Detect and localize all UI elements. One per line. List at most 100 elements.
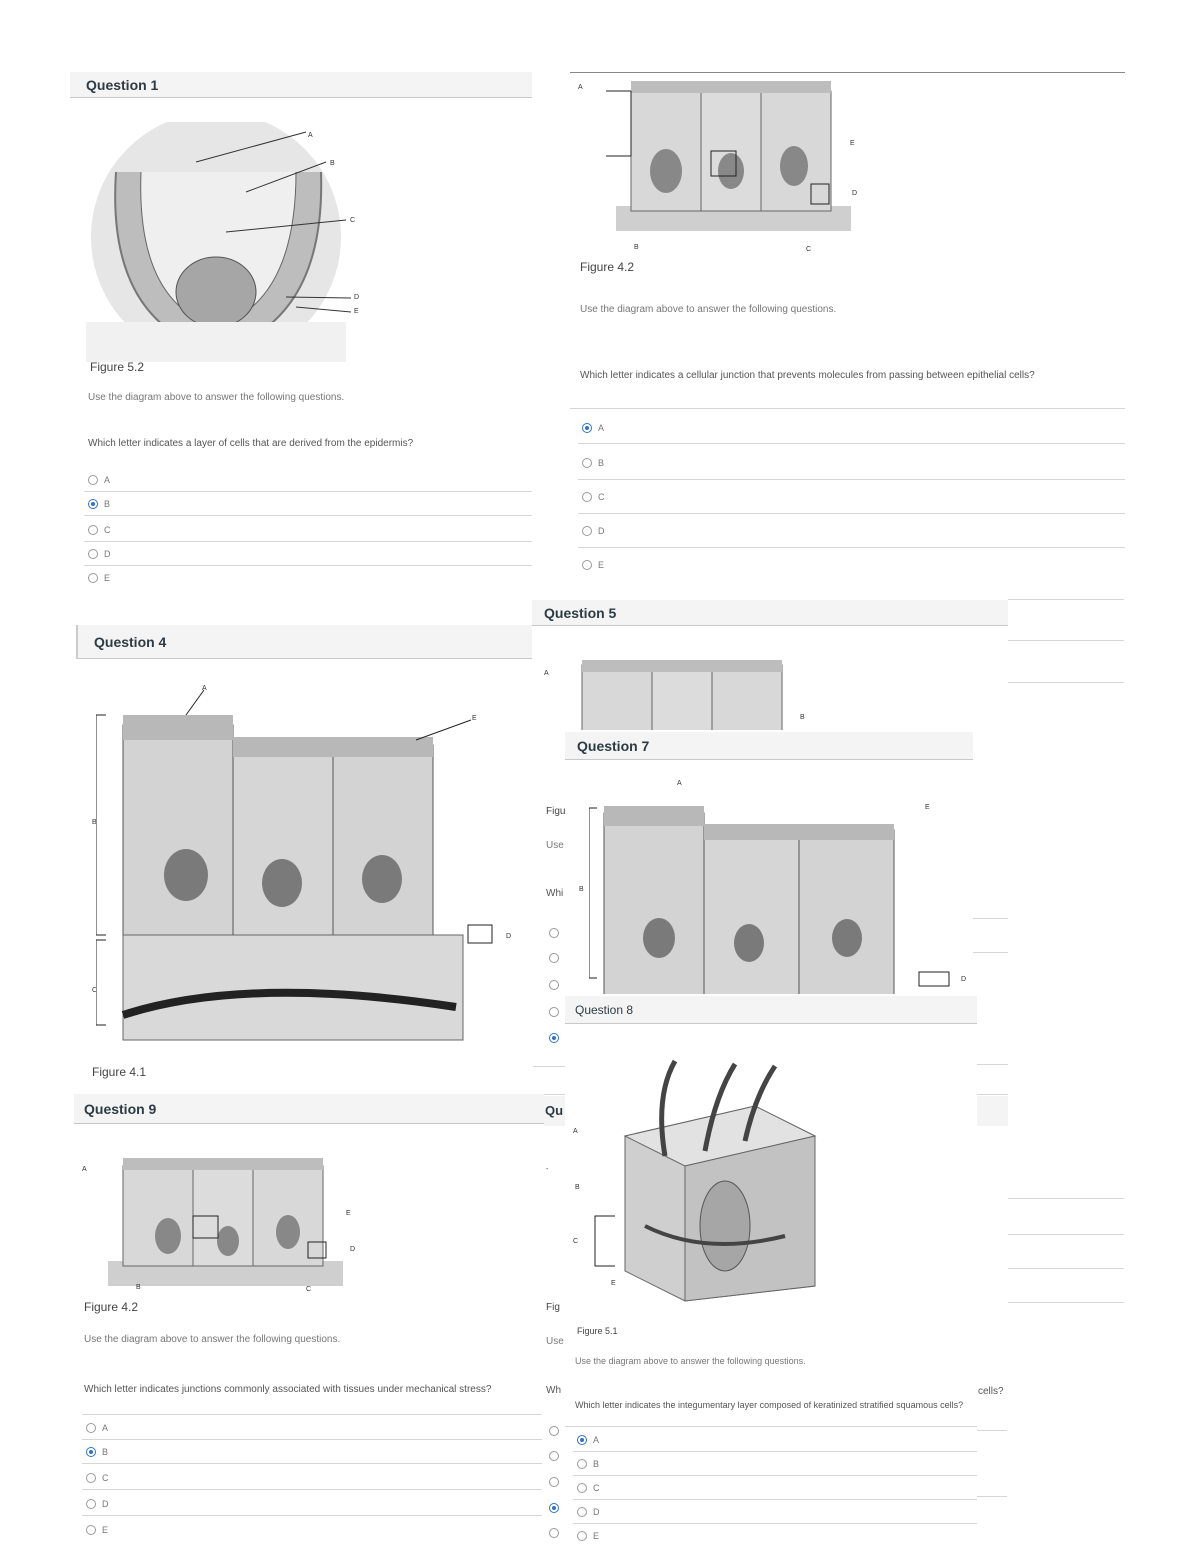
- q9-option-e[interactable]: E: [82, 1518, 542, 1542]
- q1-label-a: A: [308, 132, 313, 139]
- radio-selected-icon[interactable]: [549, 1503, 559, 1513]
- question-figure-4-2-panel: A B C D E Figure 4.2 Use the diagram abo…: [570, 70, 1125, 602]
- radio-icon: [86, 1498, 96, 1509]
- q9-label-e: E: [346, 1210, 351, 1217]
- figure-4-1-image: [96, 689, 493, 1041]
- right-divider: [973, 952, 1008, 953]
- q8-question-text: Which letter indicates the integumentary…: [575, 1400, 964, 1410]
- figure-4-2-fragment-image: [581, 660, 783, 730]
- q7-label-d: D: [961, 976, 967, 983]
- q8-option-e[interactable]: E: [573, 1524, 977, 1548]
- q8-option-d[interactable]: D: [573, 1500, 977, 1524]
- radio-icon: [577, 1482, 587, 1493]
- q8-option-a[interactable]: A: [573, 1428, 977, 1452]
- q4-label-b: B: [92, 819, 97, 826]
- radio-icon: [88, 572, 98, 583]
- radio-selected-icon: [88, 498, 98, 509]
- radio-icon: [582, 491, 592, 502]
- question-9-panel: Question 9 A B C D E Figure 4.2 Use the …: [74, 1094, 544, 1553]
- figure-4-1-fragment-image: [589, 806, 950, 994]
- q7-label-a: A: [677, 780, 682, 787]
- qtop-option-a[interactable]: A: [578, 412, 1125, 444]
- question-4-title: Question 4: [76, 625, 532, 659]
- question-4-panel: Question 4 A B C D E Figure 4.1: [76, 625, 532, 1095]
- top-divider: [570, 72, 1125, 73]
- radio-icon: [577, 1506, 587, 1517]
- q1-label-e: E: [354, 308, 359, 315]
- radio-icon[interactable]: [549, 928, 559, 938]
- right-divider: [1008, 1198, 1124, 1199]
- figure-4-2-image: [108, 1158, 343, 1286]
- q1-question-text: Which letter indicates a layer of cells …: [88, 438, 414, 449]
- right-divider: [977, 1496, 1007, 1497]
- radio-selected-icon[interactable]: [549, 1033, 559, 1043]
- q4-label-e: E: [472, 715, 477, 722]
- qhidden-figure-fragment: Fig: [546, 1302, 560, 1313]
- q9-option-a[interactable]: A: [82, 1416, 542, 1440]
- q5-figure-fragment: Figu: [546, 806, 566, 817]
- qtop-instruction: Use the diagram above to answer the foll…: [580, 304, 837, 315]
- right-divider: [1008, 1234, 1124, 1235]
- radio-icon[interactable]: [549, 1477, 559, 1487]
- qtop-option-d[interactable]: D: [578, 514, 1125, 548]
- q1-label-b: B: [330, 160, 335, 167]
- q1-figure-caption: Figure 5.2: [90, 360, 145, 374]
- q1-option-a[interactable]: A: [84, 468, 532, 492]
- radio-icon[interactable]: [549, 980, 559, 990]
- q9-option-d[interactable]: D: [82, 1492, 542, 1516]
- q9-option-c[interactable]: C: [82, 1466, 542, 1490]
- question-1-title: Question 1: [70, 72, 532, 98]
- q8-instruction: Use the diagram above to answer the foll…: [575, 1356, 806, 1366]
- radio-icon[interactable]: [549, 1451, 559, 1461]
- radio-icon: [86, 1472, 96, 1483]
- q5-label-b: B: [800, 714, 805, 721]
- q5-divider: [533, 1094, 565, 1095]
- radio-selected-icon: [86, 1446, 96, 1457]
- radio-icon[interactable]: [549, 953, 559, 963]
- radio-icon: [577, 1458, 587, 1469]
- right-divider: [977, 1430, 1007, 1431]
- q7-label-e: E: [925, 804, 930, 811]
- radio-icon[interactable]: [549, 1528, 559, 1538]
- q7-label-b: B: [579, 886, 584, 893]
- question-7-title: Question 7: [565, 732, 973, 760]
- q9-option-b[interactable]: B: [82, 1440, 542, 1464]
- qtop-option-e[interactable]: E: [578, 548, 1125, 582]
- qtop-divider: [570, 408, 1125, 409]
- radio-icon: [582, 525, 592, 536]
- q8-label-a: A: [573, 1128, 578, 1135]
- qtop-option-c[interactable]: C: [578, 480, 1125, 514]
- figure-4-2-image: [606, 81, 851, 231]
- q8-label-b: B: [575, 1184, 580, 1191]
- q9-instruction: Use the diagram above to answer the foll…: [84, 1334, 341, 1345]
- q8-label-e: E: [611, 1280, 616, 1287]
- q8-option-b[interactable]: B: [573, 1452, 977, 1476]
- question-5-title: Question 5: [532, 600, 1008, 626]
- q9-label-b: B: [136, 1284, 141, 1291]
- radio-icon[interactable]: [549, 1007, 559, 1017]
- right-divider: [973, 1064, 1008, 1065]
- radio-icon: [88, 474, 98, 485]
- q1-instruction: Use the diagram above to answer the foll…: [88, 392, 345, 403]
- right-divider: [1008, 640, 1124, 641]
- radio-icon[interactable]: [549, 1426, 559, 1436]
- qtop-option-b[interactable]: B: [578, 446, 1125, 480]
- question-5-panel: Question 5 A B: [532, 600, 1008, 740]
- radio-icon: [577, 1530, 587, 1541]
- radio-selected-icon: [582, 422, 592, 433]
- q5-question-fragment: Whi: [546, 888, 564, 899]
- figure-5-2-image: [86, 122, 352, 362]
- q9-question-text: Which letter indicates junctions commonl…: [84, 1384, 492, 1395]
- radio-icon: [86, 1422, 96, 1433]
- question-8-panel: Question 8 A B C E Figure 5.1 Use the di…: [565, 996, 977, 1553]
- radio-icon: [86, 1524, 96, 1535]
- qhidden-instruction-fragment: Use: [546, 1336, 564, 1347]
- q8-option-c[interactable]: C: [573, 1476, 977, 1500]
- right-divider: [973, 918, 1008, 919]
- q8-label-c: C: [573, 1238, 579, 1245]
- q1-option-c[interactable]: C: [84, 518, 532, 542]
- radio-icon: [88, 524, 98, 535]
- q1-option-b[interactable]: B: [84, 492, 532, 516]
- q1-option-e[interactable]: E: [84, 566, 532, 590]
- q1-option-d[interactable]: D: [84, 542, 532, 566]
